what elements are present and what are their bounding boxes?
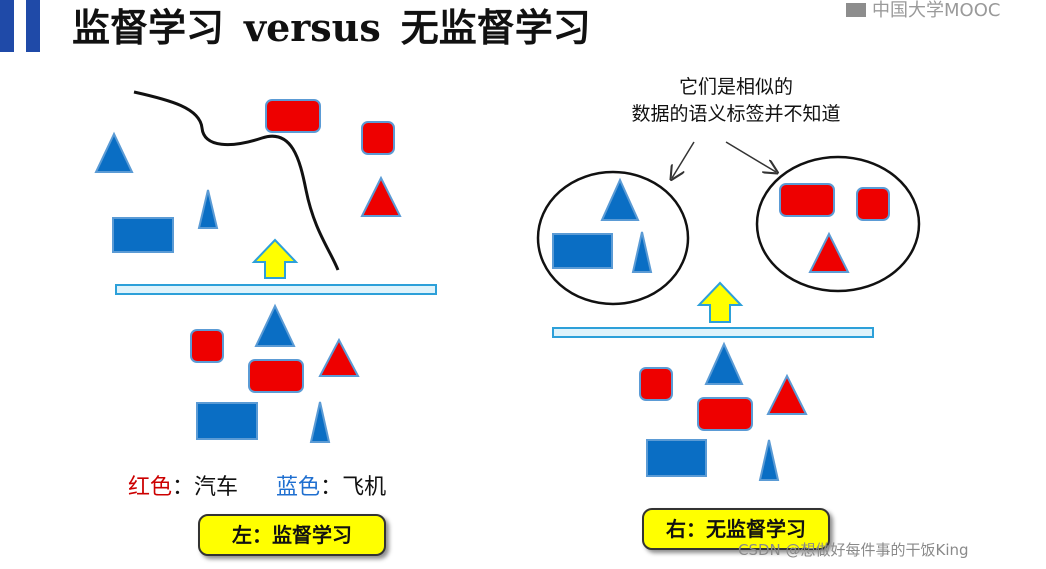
legend-red-item: 汽车 <box>194 475 239 500</box>
legend-separator: ： <box>320 475 343 500</box>
legend-blue-label: 蓝色 <box>276 475 321 500</box>
up-arrow <box>251 238 299 279</box>
platform-bar <box>552 327 874 338</box>
logo-text: 中国大学MOOC <box>872 0 1001 21</box>
legend-red-label: 红色 <box>128 475 173 500</box>
red-triangle <box>766 373 808 415</box>
title-supervised: 监督学习 <box>72 5 225 50</box>
platform-bar <box>115 284 437 295</box>
red-rectangle <box>248 359 304 393</box>
blue-triangle <box>758 439 780 481</box>
blue-triangle <box>254 303 296 347</box>
color-legend: 红色：汽车蓝色：飞机 <box>128 474 386 502</box>
red-rectangle <box>779 183 835 217</box>
annotation-arrow <box>672 141 695 178</box>
blue-triangle <box>600 177 640 221</box>
annotation-line: 它们是相似的 <box>678 76 793 98</box>
logo-icon <box>846 3 866 17</box>
annotation-arrow <box>725 141 776 172</box>
blue-triangle <box>197 189 219 229</box>
title-versus: versus <box>244 5 381 50</box>
title-accent-bar <box>0 0 14 52</box>
callout-supervised: 左：监督学习 <box>198 514 386 556</box>
red-rectangle <box>265 99 321 133</box>
legend-blue-item: 飞机 <box>342 475 387 500</box>
blue-rectangle <box>196 402 258 440</box>
red-square <box>639 367 673 401</box>
red-rectangle <box>697 397 753 431</box>
slide-title: 监督学习 versus 无监督学习 <box>72 6 591 50</box>
blue-triangle <box>631 231 653 273</box>
red-square <box>361 121 395 155</box>
title-accent-bar <box>26 0 40 52</box>
watermark: CSDN @想做好每件事的干饭King <box>738 541 969 559</box>
blue-rectangle <box>646 439 707 477</box>
red-triangle <box>808 231 850 273</box>
callout-unsupervised: 右：无监督学习 <box>642 508 830 550</box>
legend-separator: ： <box>172 475 195 500</box>
mooc-logo: 中国大学MOOC <box>846 0 1000 22</box>
annotation-text: 它们是相似的 数据的语义标签并不知道 <box>600 74 872 128</box>
title-unsupervised: 无监督学习 <box>400 5 591 50</box>
red-triangle <box>318 337 360 377</box>
up-arrow <box>696 281 744 323</box>
red-square <box>856 187 890 221</box>
blue-triangle <box>704 341 744 385</box>
annotation-line: 数据的语义标签并不知道 <box>631 103 841 125</box>
red-square <box>190 329 224 363</box>
blue-triangle <box>309 401 331 443</box>
blue-rectangle <box>552 233 613 269</box>
blue-triangle <box>94 131 134 173</box>
blue-rectangle <box>112 217 174 253</box>
red-triangle <box>360 175 402 217</box>
decision-boundary <box>133 90 340 271</box>
